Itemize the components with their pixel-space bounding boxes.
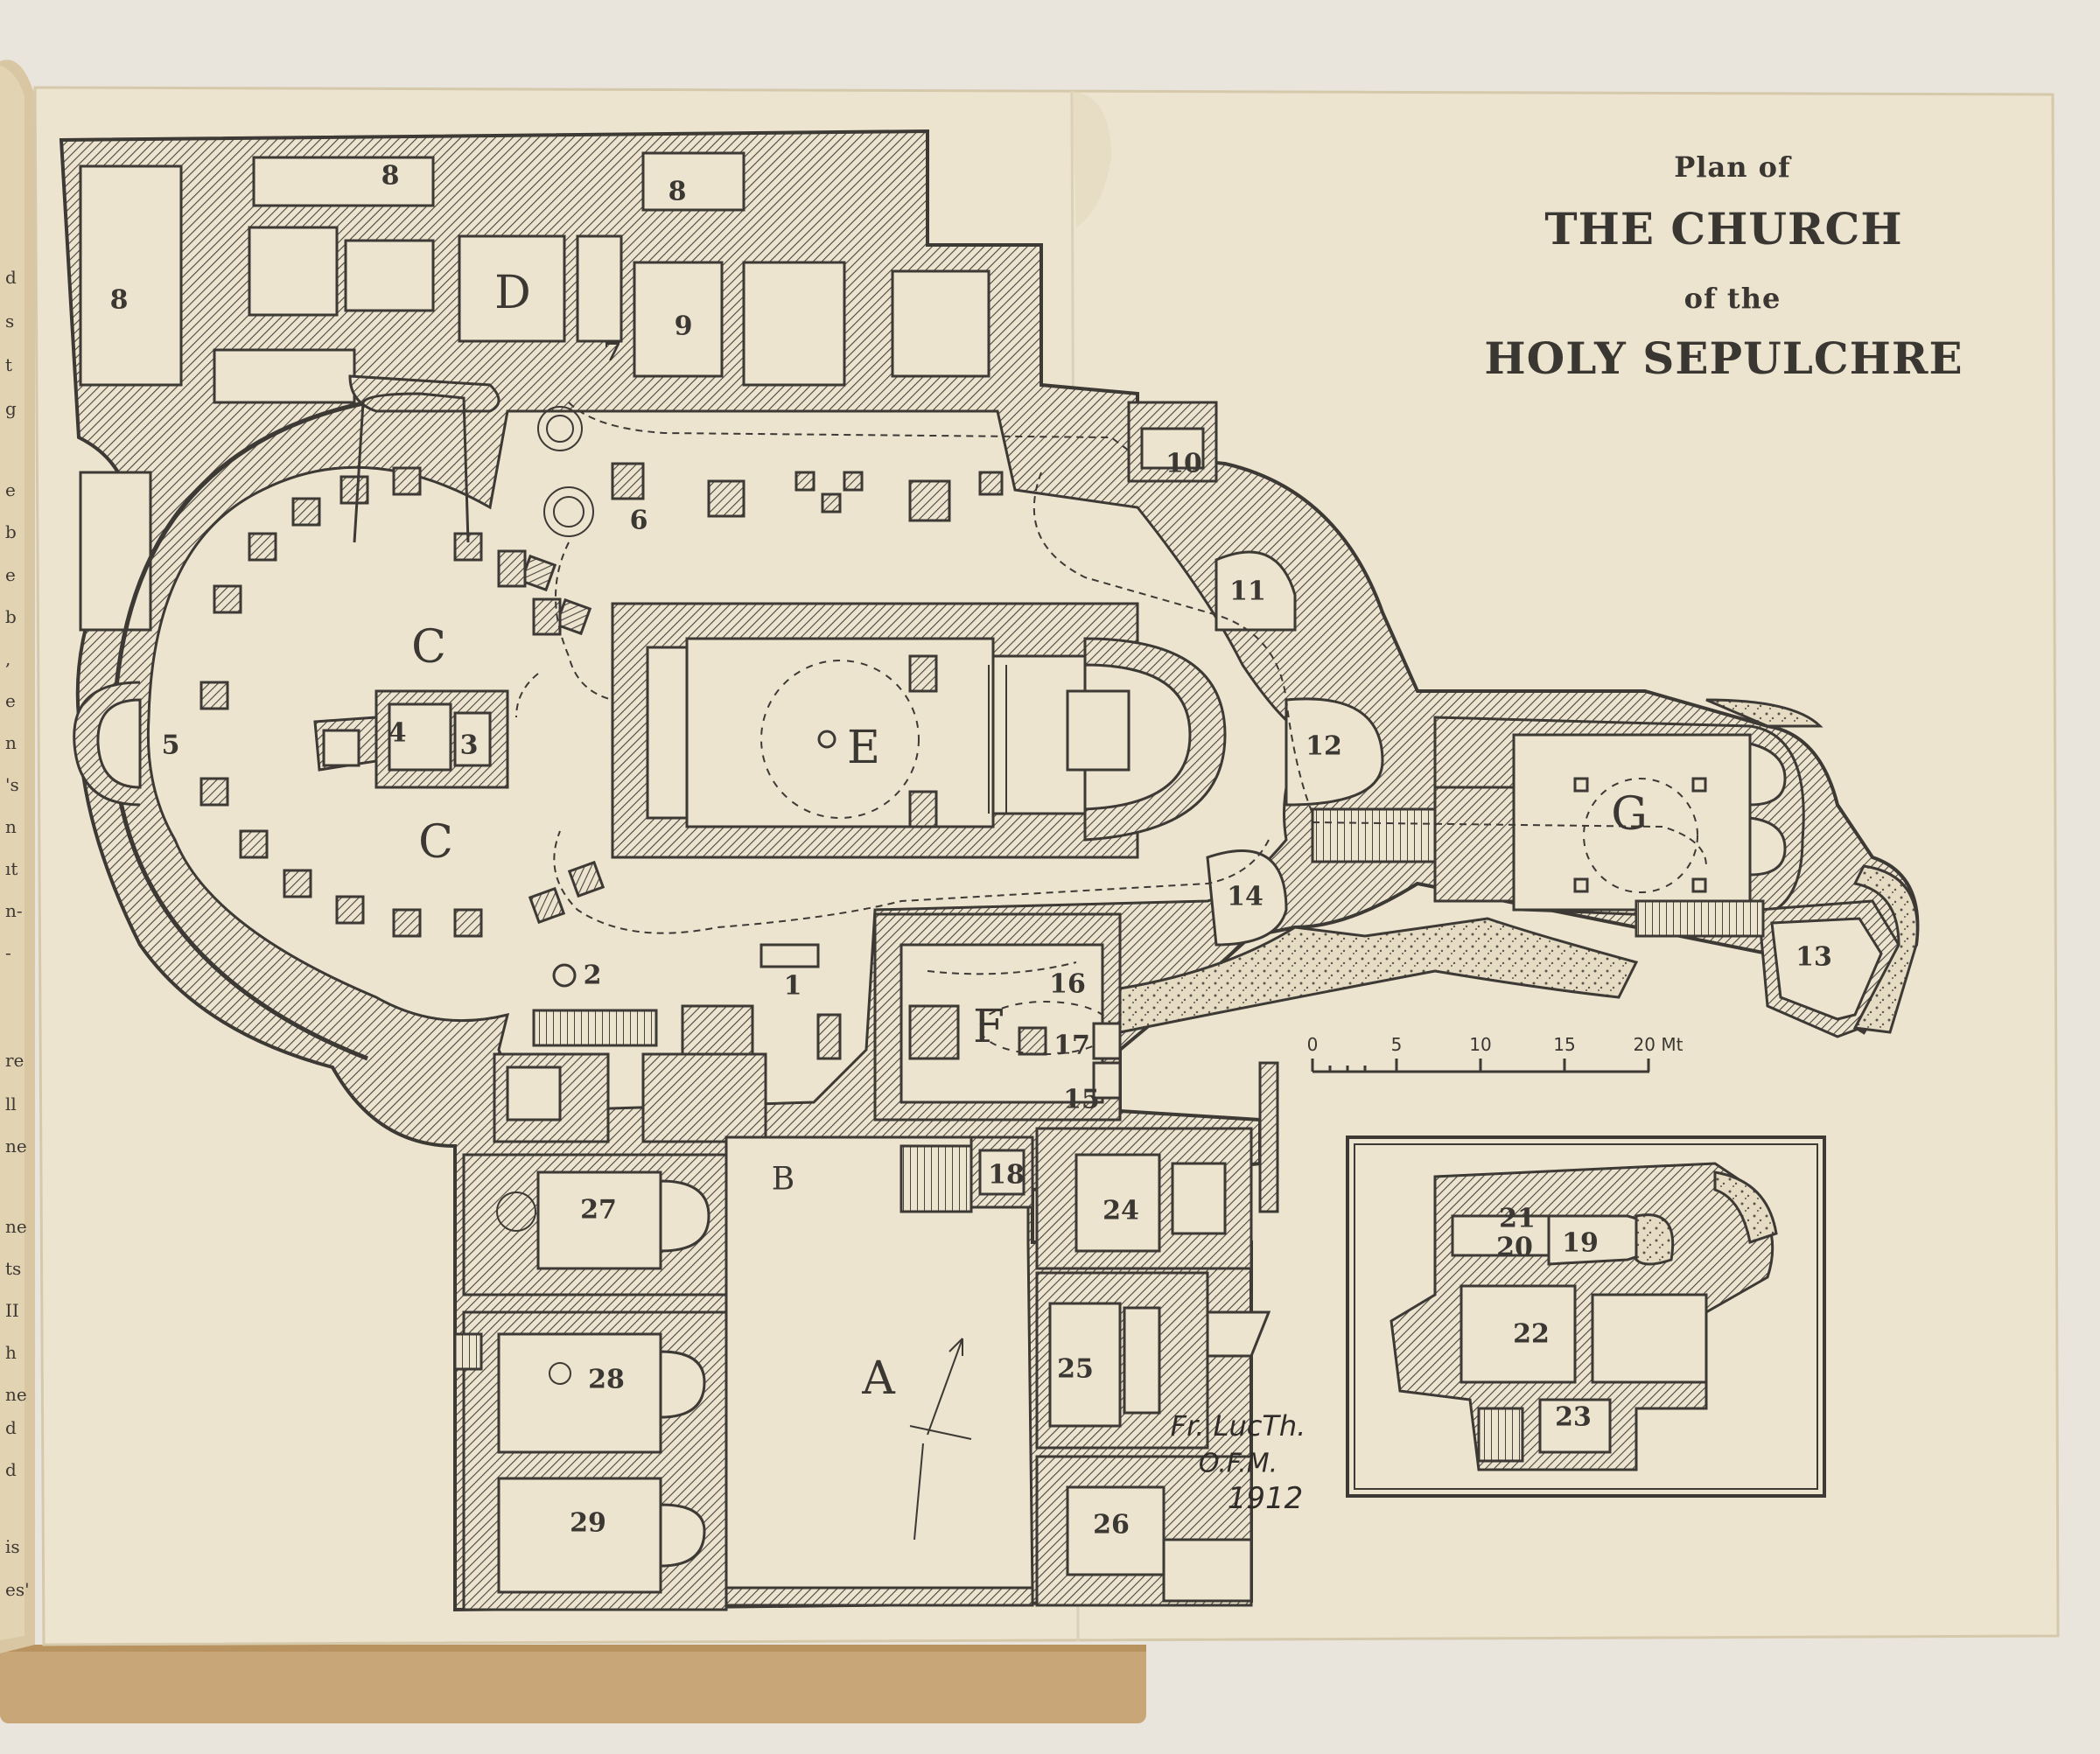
margin-text: - xyxy=(5,942,11,963)
label-9: 9 xyxy=(674,311,693,342)
label-A: A xyxy=(862,1352,895,1405)
scale-0: 0 xyxy=(1306,1034,1319,1055)
inset-plan xyxy=(1346,1136,1826,1498)
margin-text: d xyxy=(5,1459,17,1480)
margin-text: is xyxy=(5,1536,20,1557)
margin-text: ll xyxy=(5,1094,17,1115)
signature-year: 1912 xyxy=(1227,1481,1304,1516)
label-23: 23 xyxy=(1555,1401,1592,1433)
booklet-cover xyxy=(0,1645,1146,1723)
label-16: 16 xyxy=(1049,968,1086,1000)
label-19: 19 xyxy=(1562,1227,1599,1259)
margin-text: n xyxy=(5,732,17,753)
label-7: 7 xyxy=(603,336,622,367)
margin-text: d xyxy=(5,267,17,288)
margin-text: h xyxy=(5,1342,17,1363)
margin-text: re xyxy=(5,1050,24,1071)
edicule xyxy=(313,689,509,789)
label-8-west: 8 xyxy=(109,284,129,316)
scale-15: 15 xyxy=(1553,1034,1576,1055)
label-13: 13 xyxy=(1796,941,1832,973)
scale-bar xyxy=(1311,1059,1650,1073)
margin-text: ıt xyxy=(5,858,18,879)
margin-text: e xyxy=(5,564,16,585)
label-15: 15 xyxy=(1063,1084,1100,1115)
label-D: D xyxy=(494,267,531,319)
label-3: 3 xyxy=(459,730,479,761)
label-E: E xyxy=(847,722,880,774)
margin-text: , xyxy=(5,648,11,669)
margin-text: b xyxy=(5,606,17,627)
scale-20: 20 Mt xyxy=(1633,1034,1684,1055)
title-line-4: HOLY SEPULCHRE xyxy=(1484,332,1964,384)
margin-text: e xyxy=(5,690,16,711)
label-22: 22 xyxy=(1513,1318,1550,1350)
label-21: 21 xyxy=(1499,1203,1536,1234)
margin-text: n- xyxy=(5,900,23,921)
scale-10: 10 xyxy=(1469,1034,1492,1055)
label-1: 1 xyxy=(783,970,802,1002)
label-F: F xyxy=(972,1001,1005,1053)
label-12: 12 xyxy=(1306,730,1342,762)
signature-line-1: Fr. LucTh. xyxy=(1170,1409,1306,1443)
margin-text: g xyxy=(5,398,17,419)
rotunda-piers xyxy=(200,466,606,938)
label-24: 24 xyxy=(1102,1195,1139,1226)
margin-text: t xyxy=(5,354,13,375)
margin-text: ts xyxy=(5,1258,22,1279)
label-8-northeast: 8 xyxy=(668,176,687,207)
margin-text: II xyxy=(5,1300,19,1321)
label-18: 18 xyxy=(988,1159,1025,1191)
label-G: G xyxy=(1611,788,1648,841)
signature-line-2: O.F.M. xyxy=(1198,1448,1278,1479)
label-17: 17 xyxy=(1054,1030,1090,1061)
label-2: 2 xyxy=(583,960,602,991)
margin-text: ne xyxy=(5,1216,27,1237)
title-line-3: of the xyxy=(1684,282,1782,315)
margin-text: es' xyxy=(5,1579,30,1600)
margin-text: e xyxy=(5,479,16,500)
label-26: 26 xyxy=(1093,1509,1130,1541)
label-14: 14 xyxy=(1227,881,1264,912)
label-4: 4 xyxy=(388,717,407,749)
title-line-2: THE CHURCH xyxy=(1544,203,1903,255)
floor-plan xyxy=(59,129,1920,1612)
label-27: 27 xyxy=(580,1194,617,1226)
label-5: 5 xyxy=(161,730,180,761)
label-25: 25 xyxy=(1057,1353,1094,1385)
margin-text: 's xyxy=(5,774,19,795)
label-C-top: C xyxy=(411,621,446,674)
margin-text: s xyxy=(5,311,15,332)
catholicon xyxy=(611,602,1227,859)
margin-text: b xyxy=(5,521,17,542)
margin-text: ne xyxy=(5,1136,27,1157)
label-8-north: 8 xyxy=(381,160,400,192)
label-29: 29 xyxy=(570,1507,606,1539)
label-10: 10 xyxy=(1166,448,1202,479)
margin-text: n xyxy=(5,816,17,837)
left-page xyxy=(0,59,35,1653)
scale-5: 5 xyxy=(1390,1034,1403,1055)
margin-text: ne xyxy=(5,1384,27,1405)
label-20: 20 xyxy=(1496,1232,1533,1263)
label-11: 11 xyxy=(1229,576,1266,607)
label-28: 28 xyxy=(588,1364,625,1395)
margin-text: d xyxy=(5,1417,17,1438)
label-C-bottom: C xyxy=(418,816,453,869)
title-line-1: Plan of xyxy=(1674,150,1791,184)
label-6: 6 xyxy=(629,505,648,536)
label-B: B xyxy=(771,1161,795,1198)
